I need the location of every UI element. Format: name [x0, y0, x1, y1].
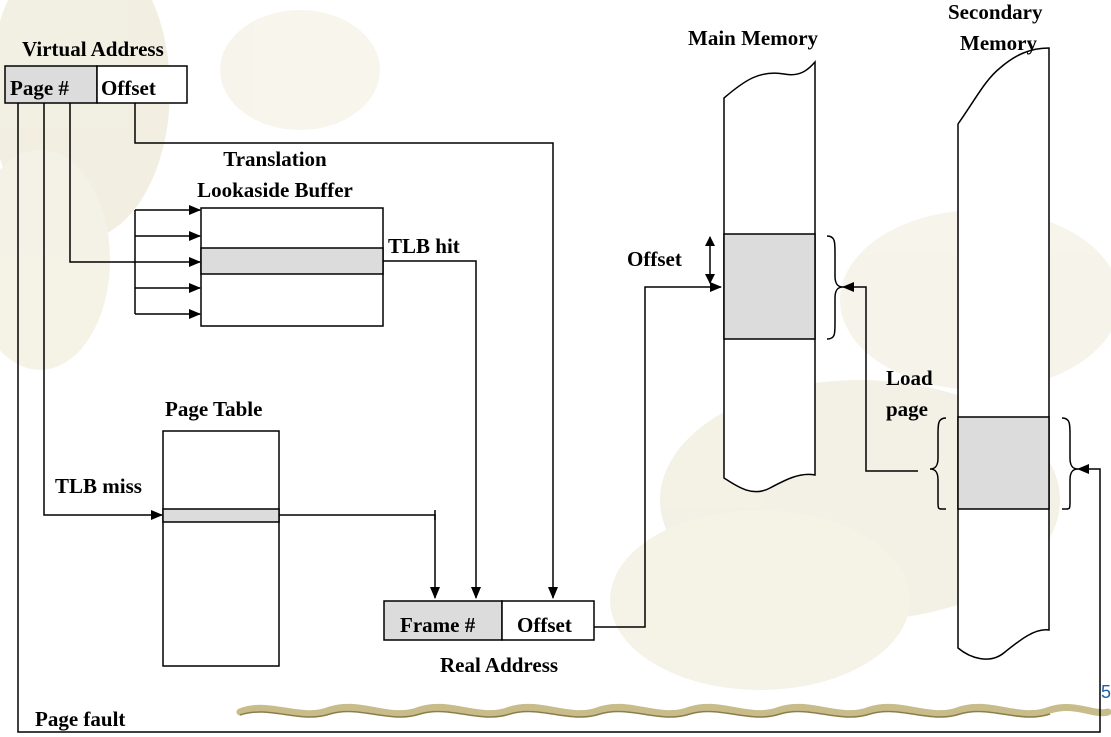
page-table-entry — [162, 508, 280, 523]
tlb-title-line1: Translation — [223, 147, 327, 171]
page-table-output-arrow — [279, 514, 440, 599]
load-page-arrow — [842, 282, 918, 472]
virtual-address-register — [4, 65, 188, 104]
secondary-left-brace — [929, 417, 947, 510]
page-number-field — [4, 65, 98, 104]
secondary-memory-label-line1: Secondary — [948, 0, 1043, 24]
secondary-right-brace — [1061, 417, 1079, 510]
real-address-to-memory-arrow — [594, 282, 722, 628]
real-offset-field — [501, 600, 595, 641]
vine-divider-icon — [236, 703, 1111, 718]
load-page-label-line1: Load — [886, 366, 933, 390]
secondary-memory-column — [957, 47, 1050, 660]
tlb-lookup-line — [69, 103, 201, 267]
main-memory-frame — [723, 233, 816, 340]
real-address-register — [383, 600, 595, 641]
frame-number-label: Frame # — [400, 613, 476, 637]
offset-path-arrow — [134, 103, 558, 599]
tlb-title-line2: Lookaside Buffer — [197, 178, 353, 202]
ra-offset-label: Offset — [517, 613, 572, 637]
load-page-label-line2: page — [886, 397, 928, 421]
slide-number: 5 — [1101, 682, 1111, 702]
tlb-hit-arrow — [383, 260, 481, 599]
mm-offset-label: Offset — [627, 247, 682, 271]
va-offset-label: Offset — [101, 76, 156, 100]
offset-field — [96, 65, 188, 104]
main-memory-label: Main Memory — [688, 26, 819, 50]
page-fault-arrow — [17, 103, 1101, 733]
tlb-miss-label: TLB miss — [55, 474, 142, 498]
real-address-label: Real Address — [440, 653, 559, 677]
tlb-hit-label: TLB hit — [388, 234, 460, 258]
secondary-memory-page — [957, 416, 1050, 510]
frame-number-field — [383, 600, 503, 641]
page-fault-label: Page fault — [35, 707, 126, 731]
tlb-table — [200, 207, 384, 327]
secondary-memory-label-line2: Memory — [960, 31, 1037, 55]
page-table-label: Page Table — [165, 397, 263, 421]
tlb-miss-arrow — [43, 103, 163, 520]
tlb-hit-entry — [200, 247, 384, 275]
virtual-address-label: Virtual Address — [22, 37, 164, 61]
page-table-box — [162, 430, 280, 667]
page-number-label: Page # — [10, 76, 69, 100]
main-memory-brace — [826, 235, 844, 340]
main-memory-column — [723, 60, 816, 493]
